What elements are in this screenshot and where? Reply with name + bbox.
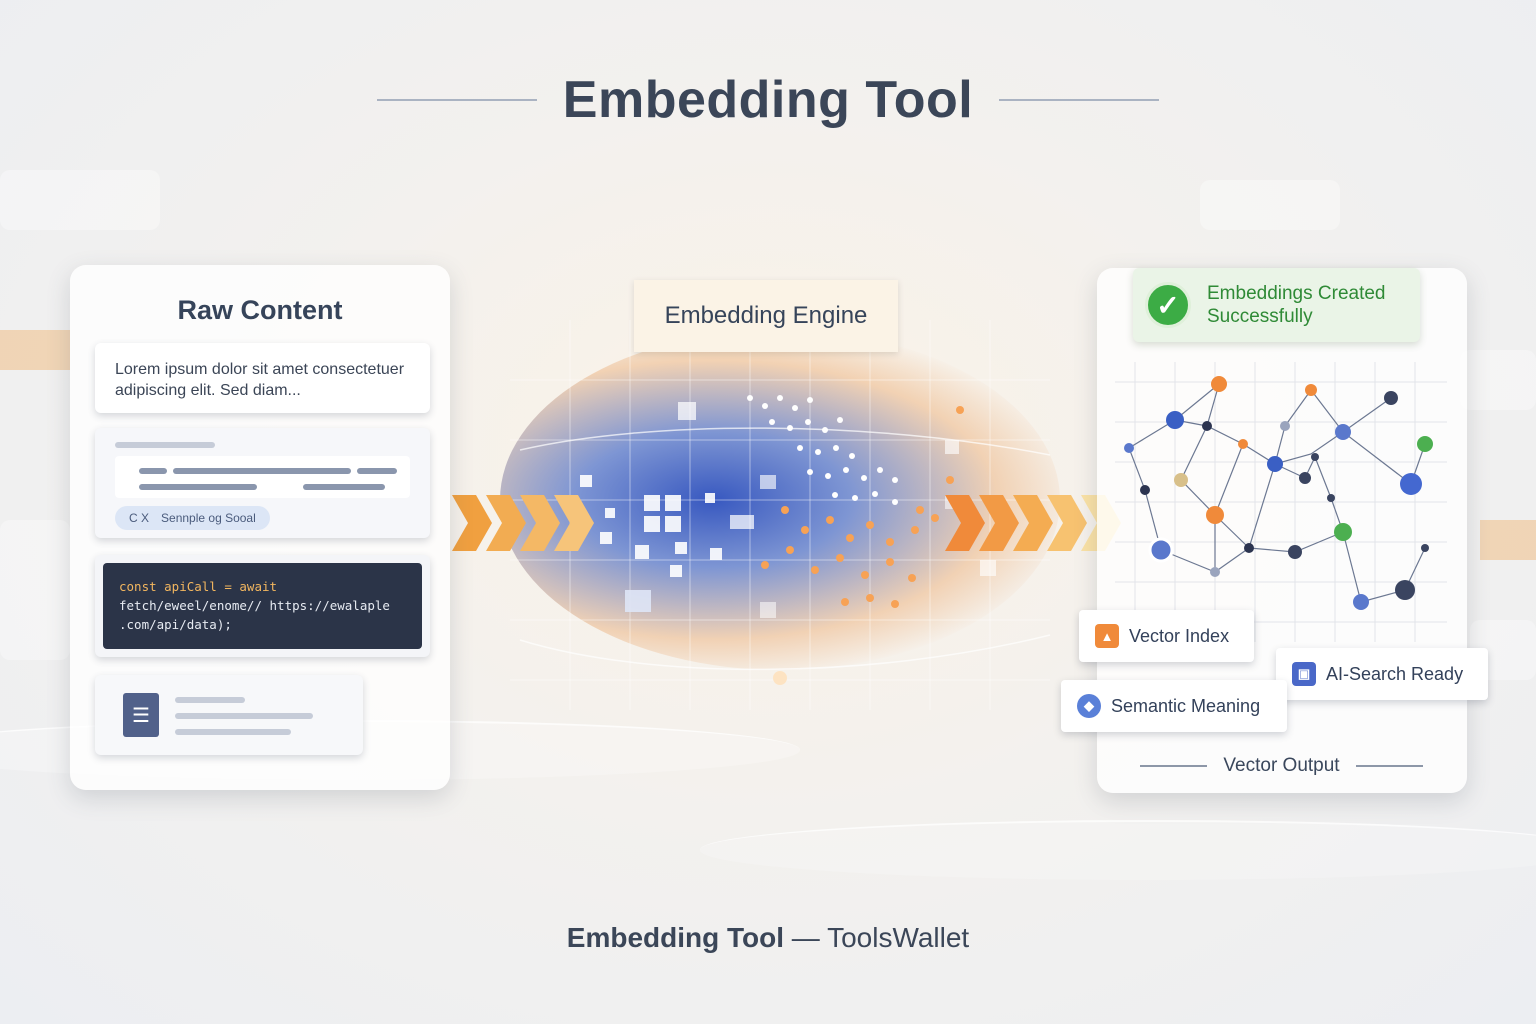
footer-tool-name: Embedding Tool — [566, 922, 785, 953]
output-arrows — [945, 495, 1121, 551]
vector-index-label: Vector Index — [1129, 625, 1230, 646]
sample-chip[interactable]: C X Sennple og Sooal — [115, 506, 270, 530]
ai-search-label: AI-Search Ready — [1326, 663, 1464, 684]
list-skeleton-line — [115, 442, 215, 448]
vector-output-footer: Vector Output — [1140, 755, 1423, 777]
text-input-card[interactable]: Lorem ipsum dolor sit amet consectetuer … — [95, 343, 430, 413]
title-divider-right — [999, 99, 1160, 101]
success-banner: ✓ Embeddings Created Successfully — [1133, 268, 1420, 342]
success-line-2: Successfully — [1207, 306, 1313, 327]
code-line-2: fetch/eweel/enome// https://ewalaple — [119, 598, 390, 613]
semantic-icon: ◆ — [1077, 694, 1101, 718]
page-footer: Embedding Tool — ToolsWallet — [0, 922, 1536, 954]
raw-content-title: Raw Content — [177, 295, 343, 325]
ai-search-tag: ▣ AI-Search Ready — [1276, 648, 1488, 700]
embedding-visualization — [510, 320, 1051, 710]
input-arrows — [452, 495, 594, 551]
success-message: Embeddings Created Successfully — [1207, 282, 1407, 328]
semantic-meaning-tag: ◆ Semantic Meaning — [1061, 680, 1287, 732]
code-line-3: .com/api/data); — [119, 617, 232, 632]
title-divider-left — [376, 99, 537, 101]
vector-index-tag: ▲ Vector Index — [1079, 610, 1254, 662]
vector-output-label: Vector Output — [1223, 755, 1340, 776]
document-card[interactable]: ☰ — [95, 675, 363, 755]
raw-content-panel: Raw Content Lorem ipsum dolor sit amet c… — [70, 265, 450, 790]
check-icon: ✓ — [1145, 282, 1191, 328]
document-icon: ☰ — [123, 693, 159, 737]
code-line-1: const apiCall = await — [119, 579, 278, 594]
list-inner-box — [115, 456, 410, 498]
vector-index-icon: ▲ — [1095, 624, 1119, 648]
page-title: Embedding Tool — [562, 71, 974, 129]
chip-prefix: C X — [129, 511, 150, 525]
code-card[interactable]: const apiCall = await fetch/eweel/enome/… — [95, 555, 430, 657]
header: Embedding Tool — [0, 70, 1536, 130]
footer-separator: — — [791, 922, 820, 953]
chip-label: Sennple og Sooal — [161, 511, 256, 525]
code-block: const apiCall = await fetch/eweel/enome/… — [103, 563, 422, 649]
embedding-engine-label: Embedding Engine — [634, 280, 898, 352]
ai-search-icon: ▣ — [1292, 662, 1316, 686]
footer-brand: ToolsWallet — [827, 922, 970, 953]
list-card[interactable]: C X Sennple og Sooal — [95, 428, 430, 538]
vector-graph — [1115, 362, 1447, 642]
success-line-1: Embeddings Created — [1207, 283, 1386, 304]
semantic-meaning-label: Semantic Meaning — [1111, 695, 1261, 716]
